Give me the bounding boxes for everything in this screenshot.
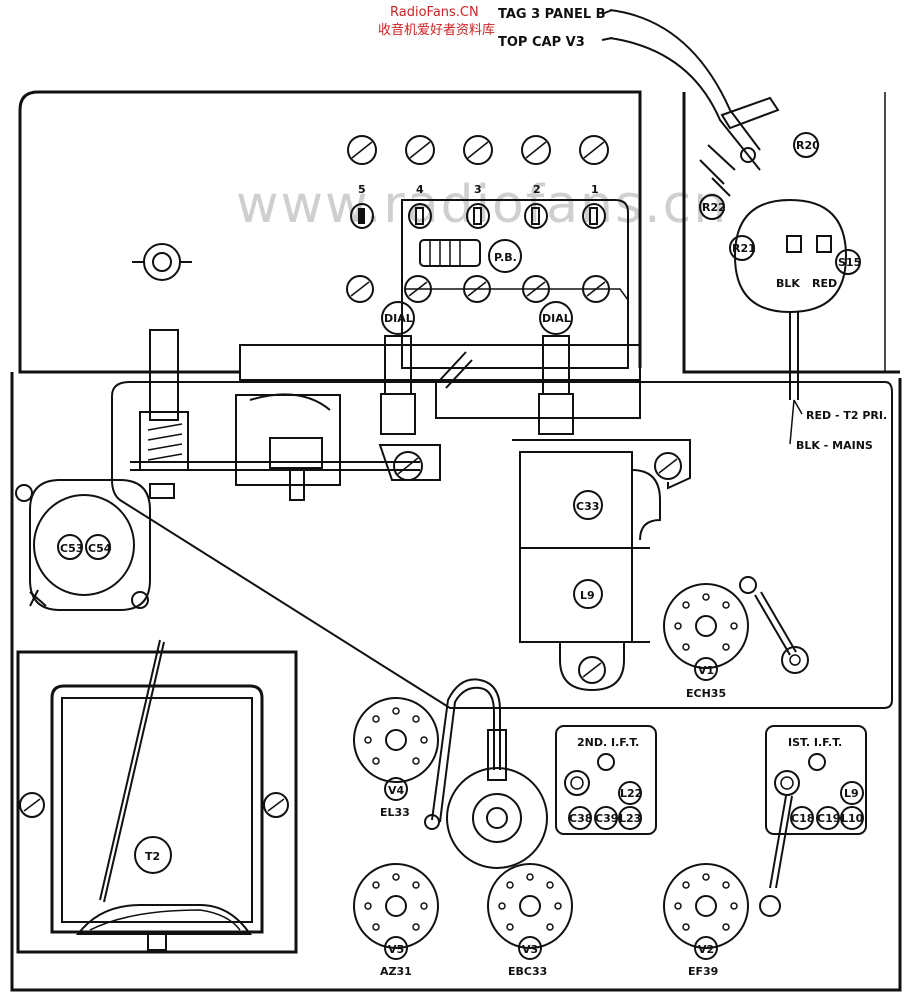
valve-holder-v5: [353, 863, 439, 960]
tuning-drive: [130, 329, 420, 501]
upper-chassis-left: [18, 110, 240, 374]
wire-blk-mains: BLK - MAINS: [796, 439, 873, 452]
switch-bank: [401, 199, 629, 369]
dial-lamp-right-label: DIAL: [542, 312, 571, 325]
lamp-screw-row: [346, 275, 629, 303]
valve-v4-type: EL33: [380, 806, 410, 819]
ift2-part-l22: L22: [620, 787, 642, 800]
top-cap-lead: [424, 678, 548, 869]
mounting-nut: [132, 243, 192, 281]
valve-v5-type: AZ31: [380, 965, 412, 978]
ift2-can: [555, 725, 657, 835]
gang-cap-label-l9: L9: [580, 589, 595, 602]
valve-holder-v1: [663, 583, 749, 681]
trimmer: [439, 351, 473, 389]
gang-cap-label-c33: C33: [576, 500, 599, 513]
ift1-part-l10: L10: [841, 812, 864, 825]
main-chassis-outline: [10, 372, 902, 992]
ift1-part-l9: L9: [844, 787, 859, 800]
upper-chassis-outline: [18, 90, 642, 368]
dial-lamp-right: [538, 301, 574, 435]
push-button: [419, 239, 522, 273]
switch-number-2: 2: [533, 183, 541, 196]
mains-lead: [789, 399, 803, 445]
switch-number-1: 1: [591, 183, 599, 196]
valve-v2-type: EF39: [688, 965, 718, 978]
switch-number-5: 5: [358, 183, 366, 196]
wire-tag-panel: TAG 3 PANEL B: [498, 7, 606, 22]
ift1-part-c18: C18: [791, 812, 814, 825]
valve-v1-id: V1: [698, 664, 714, 677]
dial-bar-lower: [435, 379, 641, 419]
dial-lamp-left: [380, 301, 416, 435]
wire-arrows: [601, 9, 613, 41]
right-chassis-step: [682, 92, 900, 374]
valve-v2-id: V2: [698, 943, 714, 956]
valve-holder-v3: [487, 863, 573, 960]
dial-lamp-left-label: DIAL: [384, 312, 413, 325]
lead-red: RED: [812, 277, 837, 290]
volume-control: [609, 9, 861, 400]
transformer-t2: [16, 639, 298, 954]
ift2-part-c39: C39: [595, 812, 618, 825]
switch-slots: [350, 203, 606, 229]
wire-top-cap: TOP CAP V3: [498, 35, 585, 50]
switch-s15: S15: [838, 256, 861, 269]
can-label-c53: C53: [60, 542, 83, 555]
transformer-label: T2: [145, 850, 160, 863]
valve-v3-type: EBC33: [508, 965, 547, 978]
ift2-part-c38: C38: [569, 812, 592, 825]
pb-label: P.B.: [494, 251, 517, 264]
lead-blk: BLK: [776, 277, 800, 290]
watermark-site: RadioFans.CN: [390, 5, 479, 20]
valve-holder-v2: [663, 863, 749, 960]
valve-v5-id: V5: [388, 943, 404, 956]
gang-capacitor: [512, 439, 691, 692]
ift2-part-l23: L23: [619, 812, 641, 825]
trimmer-rod: [739, 576, 809, 674]
valve-holder-v4: [353, 697, 439, 801]
valve-v1-type: ECH35: [686, 687, 726, 700]
resistor-r20: R20: [796, 139, 820, 152]
tuning-deck-outline: [111, 381, 893, 709]
valve-v4-id: V4: [388, 784, 405, 797]
ift1-title: IST. I.F.T.: [788, 736, 842, 749]
dial-bar: [239, 344, 641, 381]
switch-number-3: 3: [474, 183, 482, 196]
pulley-bracket: [378, 444, 441, 481]
watermark-cn: 收音机爱好者资料库: [378, 22, 495, 38]
wire-red-t2: RED - T2 PRI.: [806, 409, 887, 422]
ift2-title: 2ND. I.F.T.: [577, 736, 639, 749]
ift1-part-c19: C19: [817, 812, 840, 825]
switch-screw-row: [347, 135, 609, 165]
valve-v3-id: V3: [522, 943, 538, 956]
resistor-r21: R21: [732, 242, 756, 255]
can-label-c54: C54: [88, 542, 112, 555]
resistor-r22: R22: [702, 201, 726, 214]
ift1-can: [759, 725, 867, 917]
switch-number-4: 4: [416, 183, 424, 196]
electrolytic-can: [15, 479, 151, 611]
